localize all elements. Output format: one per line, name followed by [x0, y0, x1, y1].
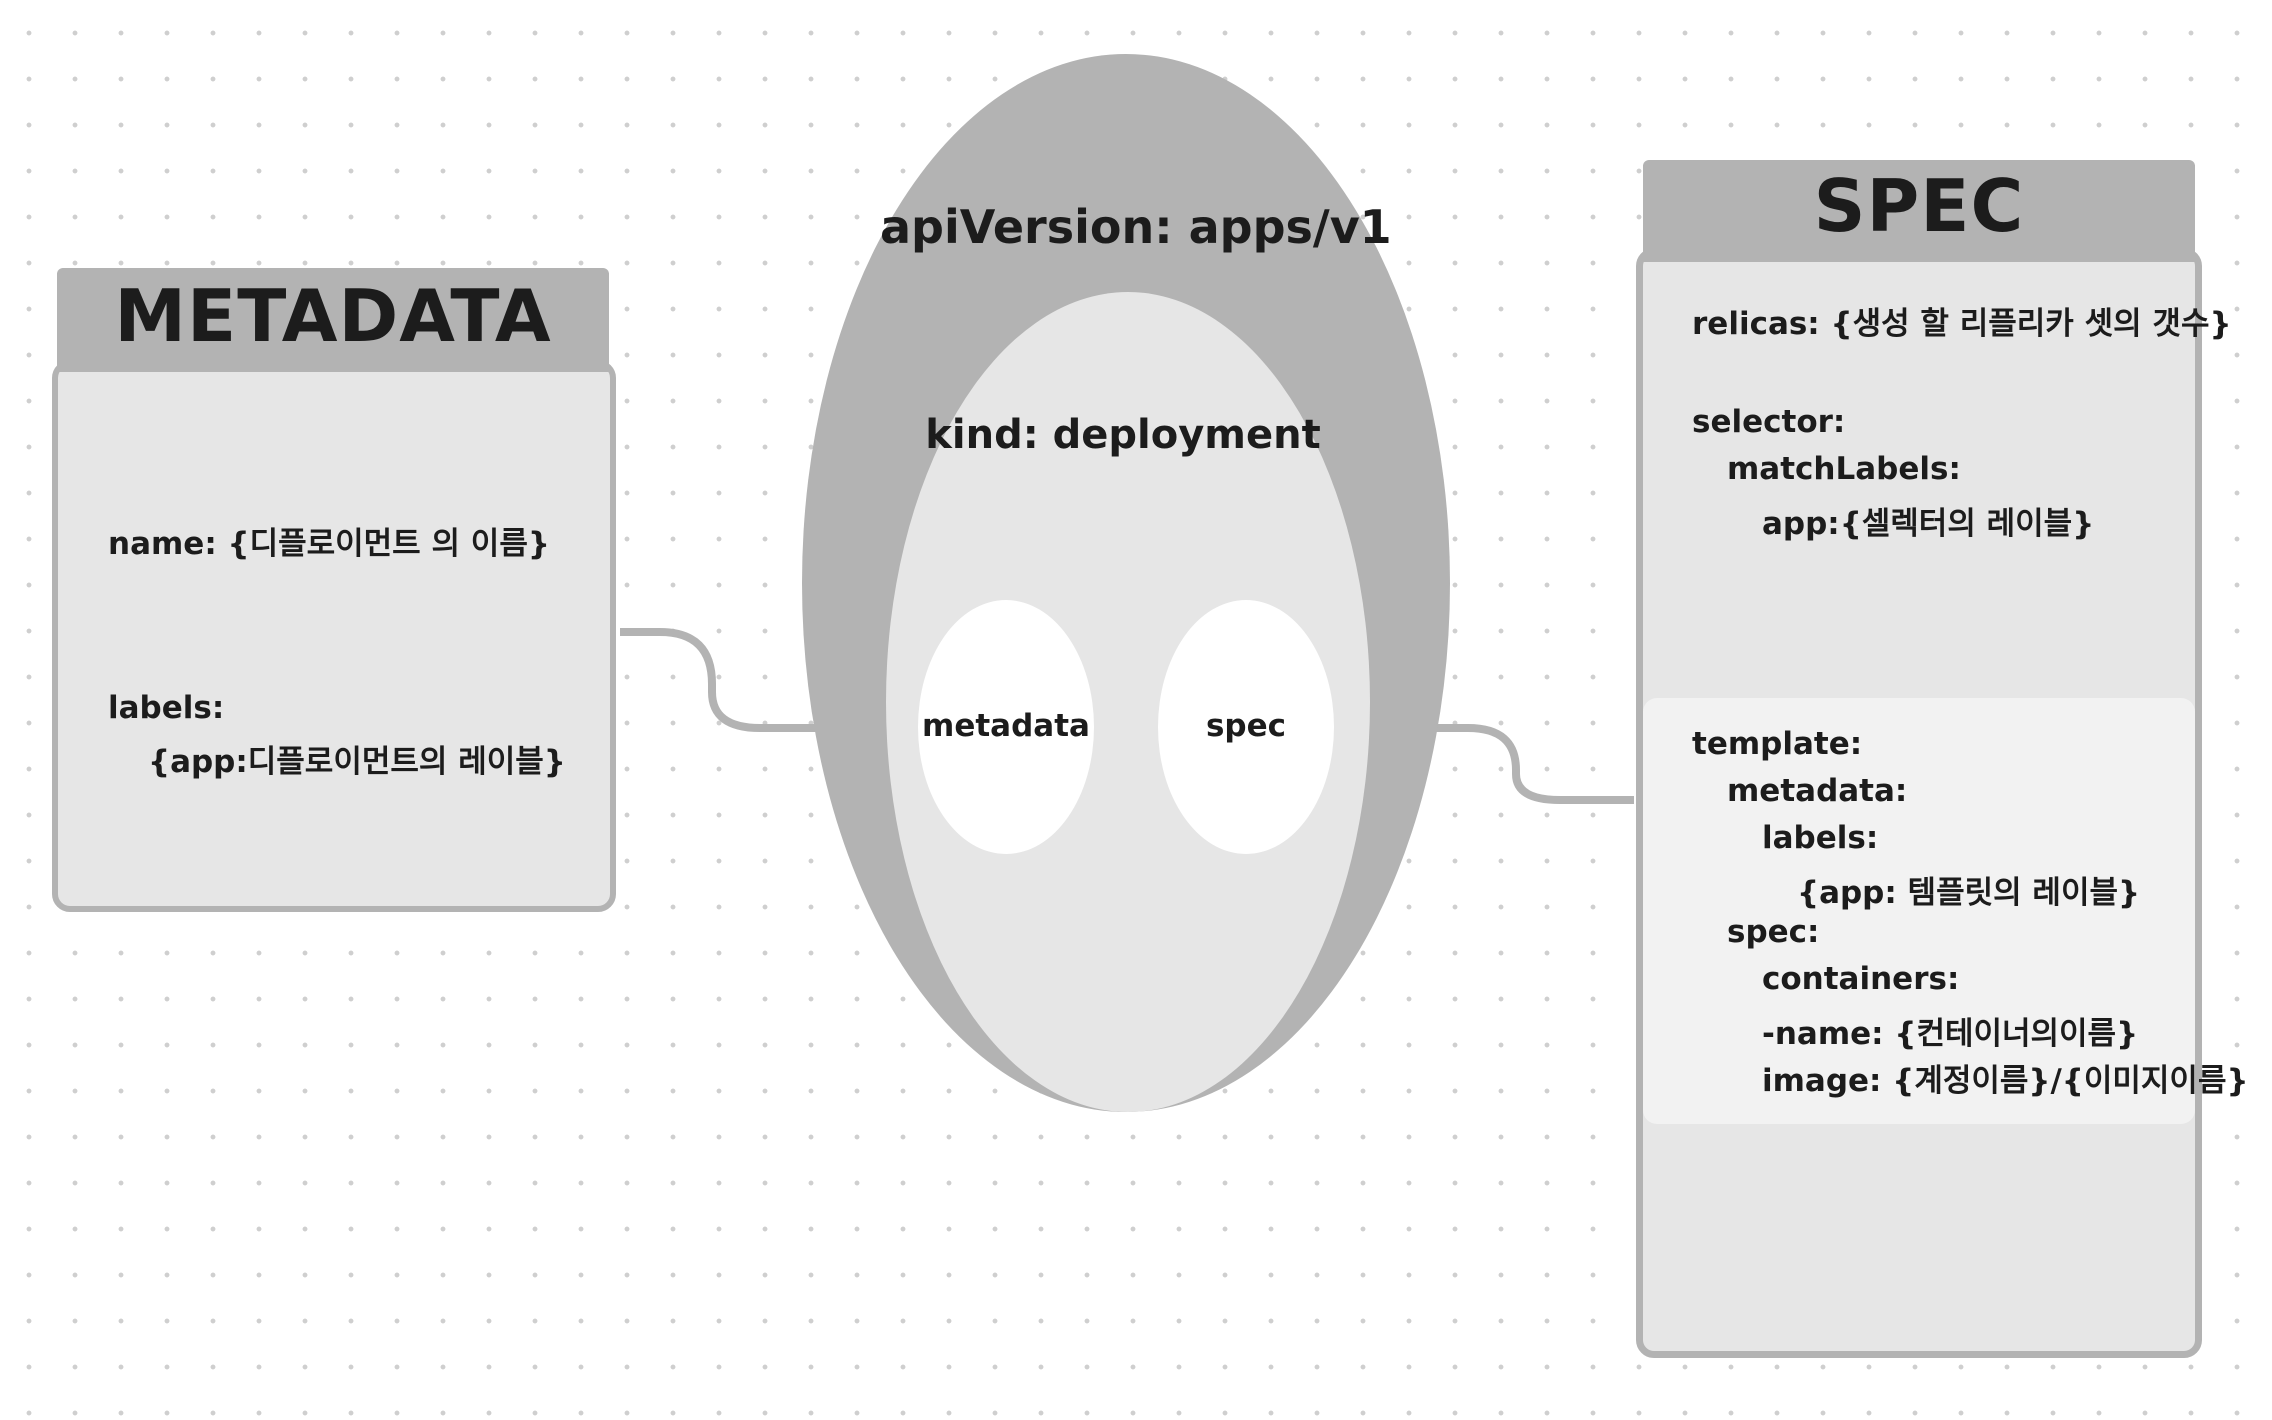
template-panel [1643, 698, 2195, 1124]
spec-relicas-field: relicas: {생성 할 리플리카 셋의 갯수} [1692, 306, 2232, 342]
kind-label: kind: deployment [925, 412, 1321, 458]
container-image-field: image: {계정이름}/{이미지이름} [1762, 1063, 2249, 1099]
metadata-header: METADATA [57, 268, 609, 372]
api-version-label: apiVersion: apps/v1 [880, 200, 1392, 254]
metadata-node: metadata [918, 600, 1094, 854]
metadata-node-label: metadata [922, 708, 1090, 744]
spec-selector-field: selector: [1692, 404, 1846, 440]
template-labels-value: {app: 템플릿의 레이블} [1797, 875, 2141, 911]
spec-box: SPEC relicas: {생성 할 리플리카 셋의 갯수} selector… [1636, 160, 2249, 1360]
metadata-body: name: {디플로이먼트 의 이름} labels: {app:디플로이먼트의… [52, 360, 616, 912]
connector-spec [1346, 724, 1634, 804]
spec-selector-app-field: app:{셀렉터의 레이블} [1762, 506, 2095, 542]
template-metadata-field: metadata: [1727, 773, 1908, 809]
metadata-box: name: {디플로이먼트 의 이름} labels: {app:디플로이먼트의… [52, 268, 616, 916]
spec-matchlabels-field: matchLabels: [1727, 451, 1961, 487]
metadata-name-field: name: {디플로이먼트 의 이름} [108, 526, 550, 562]
metadata-title: METADATA [114, 274, 552, 358]
spec-node: spec [1158, 600, 1334, 854]
template-spec-field: spec: [1727, 914, 1820, 950]
template-containers-field: containers: [1762, 961, 1960, 997]
spec-node-label: spec [1205, 708, 1287, 744]
metadata-labels-value: {app:디플로이먼트의 레이블} [148, 744, 566, 780]
template-labels-field: labels: [1762, 820, 1879, 856]
connector-metadata [620, 628, 906, 732]
container-name-field: -name: {컨테이너의이름} [1762, 1016, 2139, 1052]
template-field: template: [1692, 726, 1863, 762]
spec-header: SPEC [1643, 160, 2195, 262]
metadata-labels-field: labels: [108, 690, 225, 726]
spec-title: SPEC [1813, 164, 2025, 248]
